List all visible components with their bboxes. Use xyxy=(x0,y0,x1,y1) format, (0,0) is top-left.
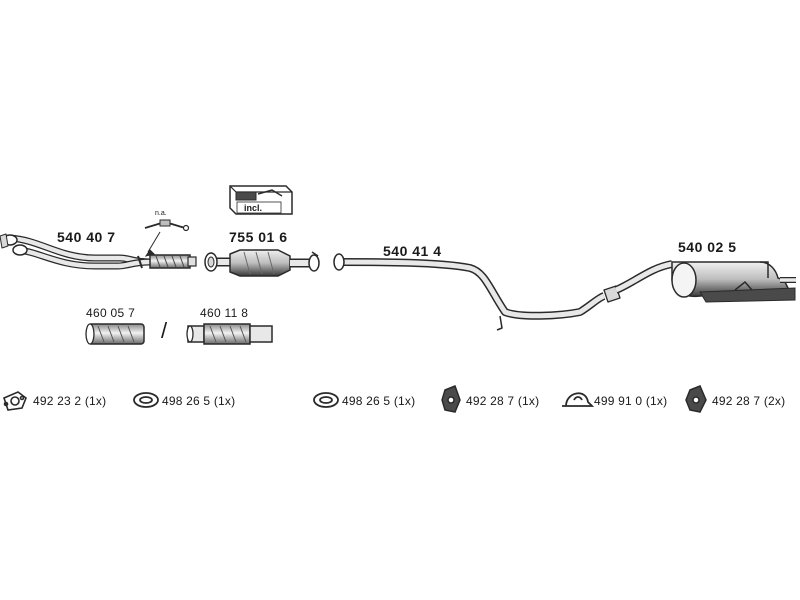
not-available-note: n.a. xyxy=(155,210,167,217)
catalytic-converter-label: 755 01 6 xyxy=(229,229,288,245)
accessory-code: 498 26 5 (1x) xyxy=(342,394,416,408)
flex-pipe-a-label: 460 05 7 xyxy=(86,306,136,320)
flex-pipe-a xyxy=(85,323,145,345)
accessory-code: 492 28 7 (1x) xyxy=(466,394,540,408)
flex-pipe-b-label: 460 11 8 xyxy=(200,306,249,320)
center-pipe-label: 540 41 4 xyxy=(383,243,442,259)
rubber-mount-icon xyxy=(685,385,707,413)
front-pipe xyxy=(0,233,151,270)
included-kit-box xyxy=(229,185,293,215)
included-note: incl. xyxy=(244,203,263,213)
ring-gasket-icon xyxy=(133,392,159,408)
accessory-code: 499 91 0 (1x) xyxy=(594,394,668,408)
accessory-code: 492 28 7 (2x) xyxy=(712,394,786,408)
alternative-separator: / xyxy=(161,318,168,343)
catalytic-converter xyxy=(204,249,320,277)
ring-gasket-icon xyxy=(313,392,339,408)
rear-silencer xyxy=(614,260,796,303)
lambda-sensor-bracket xyxy=(144,219,190,257)
rubber-mount-icon xyxy=(441,385,461,413)
accessory-code: 498 26 5 (1x) xyxy=(162,394,236,408)
rear-silencer-label: 540 02 5 xyxy=(678,239,737,255)
front-pipe-label: 540 40 7 xyxy=(57,229,116,245)
center-pipe xyxy=(333,253,621,331)
flange-gasket-icon xyxy=(3,391,27,411)
flex-pipe-b xyxy=(186,323,273,345)
front-pipe-flex-section xyxy=(149,254,197,269)
clamp-icon xyxy=(562,392,595,407)
accessory-code: 492 23 2 (1x) xyxy=(33,394,107,408)
